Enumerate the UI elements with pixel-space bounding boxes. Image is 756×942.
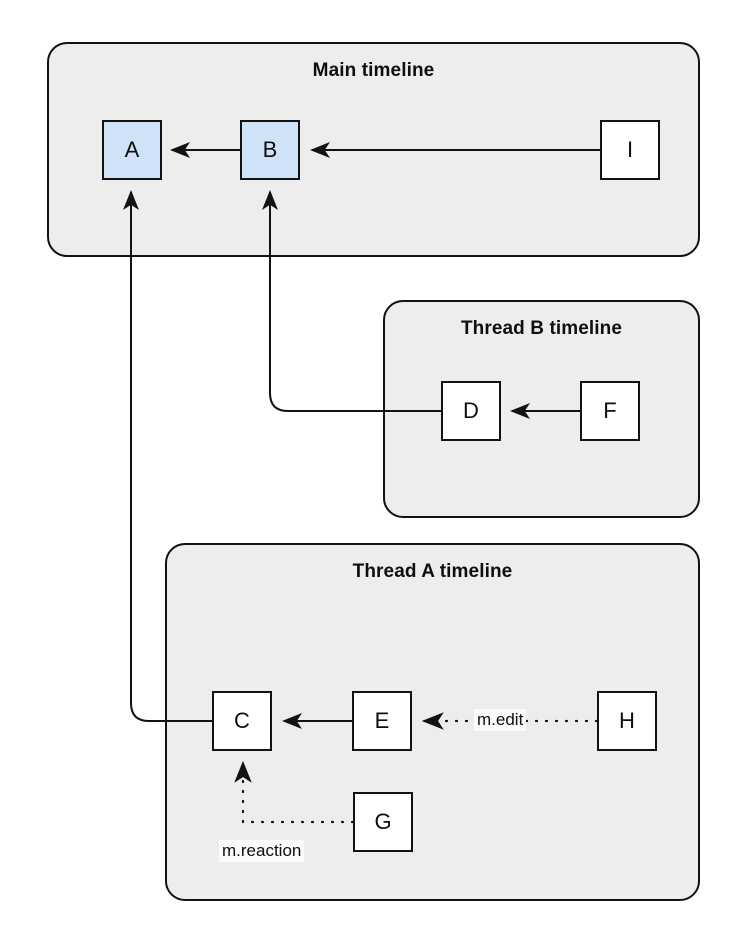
edge-label-m-reaction: m.reaction	[219, 840, 305, 862]
event-node-g[interactable]: G	[353, 792, 413, 852]
timeline-group-thread-a-title: Thread A timeline	[352, 561, 513, 582]
event-node-i[interactable]: I	[600, 120, 660, 180]
event-node-e[interactable]: E	[352, 691, 412, 751]
event-node-c-label: C	[234, 708, 250, 733]
event-node-b[interactable]: B	[240, 120, 300, 180]
event-node-a[interactable]: A	[102, 120, 162, 180]
event-node-d-label: D	[463, 398, 479, 423]
event-node-b-label: B	[262, 137, 278, 162]
event-node-d[interactable]: D	[441, 381, 501, 441]
event-node-g-label: G	[374, 809, 392, 834]
event-node-f[interactable]: F	[580, 381, 640, 441]
timeline-group-thread-b-title: Thread B timeline	[460, 318, 623, 339]
event-node-h-label: H	[619, 708, 635, 733]
event-node-i-label: I	[626, 137, 634, 162]
event-node-e-label: E	[374, 708, 390, 733]
event-node-h[interactable]: H	[597, 691, 657, 751]
event-node-c[interactable]: C	[212, 691, 272, 751]
event-node-f-label: F	[603, 398, 617, 423]
event-node-a-label: A	[124, 137, 140, 162]
timeline-group-thread-b: Thread B timeline	[383, 300, 700, 518]
timeline-group-main-title: Main timeline	[312, 60, 435, 81]
edge-label-m-edit: m.edit	[474, 709, 527, 731]
